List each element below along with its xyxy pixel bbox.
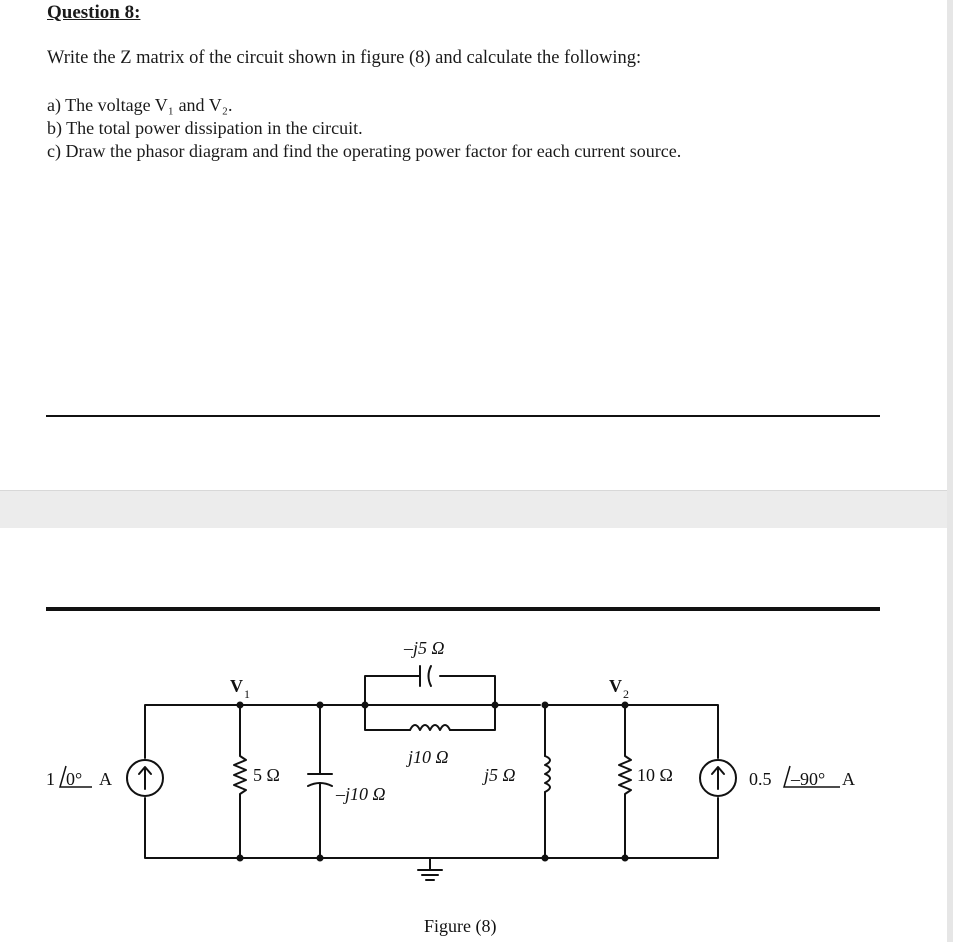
page-gap [0, 490, 953, 529]
question-item-a: a) The voltage V₁ and V₂. [47, 95, 233, 115]
question-title: Question 8: [47, 2, 141, 23]
question-item-b: b) The total power dissipation in the ci… [47, 118, 363, 138]
left-source-mag: 1 [46, 769, 55, 789]
left-source-unit: A [99, 769, 112, 789]
right-source-angle: –90° [790, 769, 825, 789]
node-v1-label: V [230, 676, 243, 696]
scrollbar-track[interactable] [947, 0, 953, 942]
question-item-c: c) Draw the phasor diagram and find the … [47, 141, 682, 161]
r2-label: 10 Ω [637, 765, 673, 785]
divider-upper [46, 415, 880, 417]
divider-lower [46, 607, 880, 611]
l-right-label: j5 Ω [482, 765, 516, 785]
right-source-unit: A [842, 769, 855, 789]
l-mid-label: j10 Ω [406, 747, 449, 767]
figure-caption: Figure (8) [424, 916, 496, 937]
right-source-mag: 0.5 [749, 769, 772, 789]
upper-page: Question 8: Write the Z matrix of the ci… [47, 2, 682, 161]
r1-label: 5 Ω [253, 765, 280, 785]
c-top-label: –j5 Ω [403, 638, 445, 658]
question-intro: Write the Z matrix of the circuit shown … [47, 48, 642, 68]
node-v2-label: V [609, 676, 622, 696]
left-source-angle: 0° [66, 769, 82, 789]
node-v1-sub: 1 [244, 687, 250, 701]
node-v2-sub: 2 [623, 687, 629, 701]
c1-label: –j10 Ω [335, 784, 386, 804]
lower-page [0, 528, 953, 942]
